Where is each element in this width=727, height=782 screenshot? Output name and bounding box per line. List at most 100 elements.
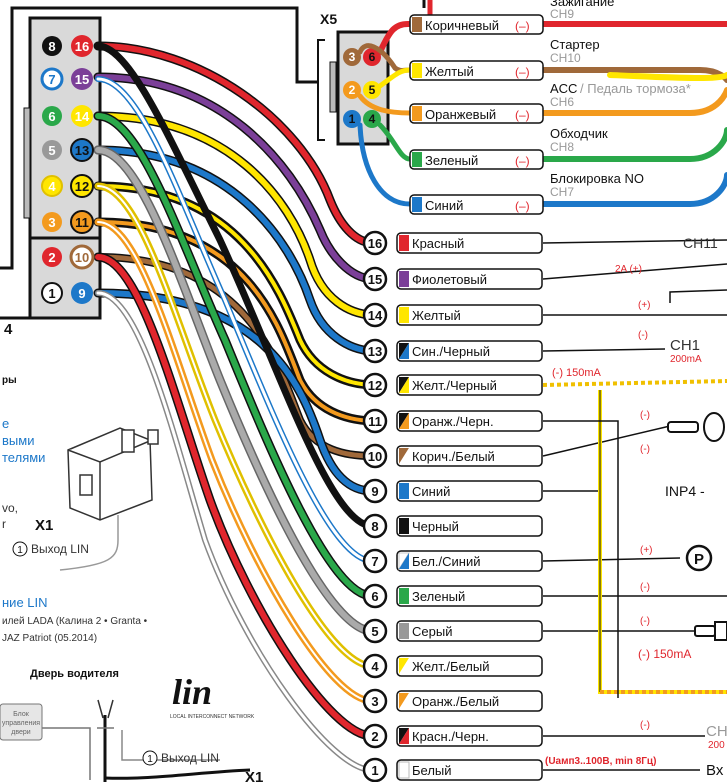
x1-bottom: X1 [245,769,263,782]
frag-e: е [2,416,9,431]
wire-text-16: Красный [412,236,464,251]
w2-channel: CH [706,723,727,740]
lin-logo: lin [172,672,212,712]
x5-row-starter-ch: CH10 [550,51,581,65]
wire-num-4: 4 [371,659,379,674]
lin-out-num: 1 [17,545,23,556]
wire-label-15: 15 Фиолетовый [362,266,543,292]
lin-out-num-2: 1 [147,754,153,765]
wire-text-8: Черный [412,519,459,534]
frame-lines [0,0,426,320]
wire-num-1: 1 [371,763,378,778]
main-connector: 4 [4,16,102,338]
x5-row-green-pol: (–) [515,154,530,168]
wire-num-2: 2 [371,729,378,744]
x5-row-bypass-ch: CH8 [550,140,574,154]
x5-pin-5: 5 [369,83,376,97]
wire-cutter-icon [97,699,114,719]
svg-text:P: P [694,551,704,568]
wire-num-8: 8 [371,519,378,534]
wire-label-10: 10 Корич./Белый [362,443,543,469]
pin-right-9: 9 [78,286,85,301]
parking-icon [685,544,713,572]
wire-num-10: 10 [368,449,382,464]
wire-text-3: Оранж./Белый [412,694,499,709]
lin-out-label-2: Выход LIN [161,751,219,765]
w13-ma: 200mA [670,354,702,365]
pin-right-15: 15 [75,72,89,87]
pin-right-14: 14 [75,109,90,124]
wire-label-1: 1 Белый [362,757,543,782]
wire-label-3: 3 Оранж./Белый [362,688,543,714]
wire-text-2: Красн./Черн. [412,729,489,744]
wire-label-6: 6 Зеленый [362,583,543,609]
wire-label-2: 2 Красн./Черн. [362,723,543,749]
wire-text-4: Желт./Белый [412,659,490,674]
connector-corner-label: 4 [4,321,13,338]
wire-num-16: 16 [368,236,382,251]
lin-line1: илей LADA (Калина 2 • Granta • [2,616,148,627]
w2-ma: 200 [708,740,725,751]
x5-row-acc-ch: CH6 [550,95,574,109]
pin-right-12: 12 [75,179,89,194]
wires [93,41,377,773]
w6-pol: (-) [640,582,650,593]
frag-telyami: телями [2,450,45,465]
x5-row-brown-pol: (–) [515,19,530,33]
wire-label-7: 7 Бел./Синий [362,548,543,574]
wire-text-5: Серый [412,624,452,639]
wire-label-5: 5 Серый [362,618,543,644]
lin-logo-sub: LOCAL INTERCONNECT NETWORK [170,714,255,720]
wire-label-12: 12 Желт./Черный [362,372,543,398]
w12-current: (-) 150mA [552,367,602,379]
x5-pin-6: 6 [369,50,376,64]
x5-top-channel: CH9 [550,7,574,21]
wire-text-6: Зеленый [412,589,465,604]
door-control-block [0,703,43,741]
device-symbols: P [667,412,727,641]
x5-row-green-name: Зеленый [425,153,478,168]
x5-pin-3: 3 [349,50,356,64]
x5-pin-4: 4 [369,112,376,126]
wire-num-13: 13 [368,344,382,359]
pin-left-3: 3 [48,215,55,230]
block-line1: Блок [13,711,30,718]
w13-channel: CH1 [670,337,700,354]
pin-left-2: 2 [48,250,55,265]
frag-r: r [2,517,6,531]
w2-pol: (-) [640,720,650,731]
x5-row-orange-name: Оранжевый [425,107,496,122]
frag-ry: ры [2,375,17,386]
wire-text-9: Синий [412,484,450,499]
w4-current: (-) 150mA [638,647,691,661]
wire-text-1: Белый [412,763,452,778]
w1-tail: Вх [706,762,724,779]
x1-label: X1 [35,517,53,534]
lin-heading: ние LIN [2,595,48,610]
block-line3: двери [11,729,31,736]
frag-vo: vo, [2,501,18,515]
wire-num-3: 3 [371,694,378,709]
wire-num-12: 12 [368,378,382,393]
x5-row-yellow-pol: (–) [515,65,530,79]
wire-num-5: 5 [371,624,378,639]
wire-text-13: Син./Черный [412,344,490,359]
wire-num-15: 15 [368,272,382,287]
pin-left-5: 5 [48,143,55,158]
pin-left-6: 6 [48,109,55,124]
wire-text-11: Оранж./Черн. [412,414,494,429]
x5-row-blue-name: Синий [425,198,463,213]
wire-num-6: 6 [371,589,378,604]
main-connector-pins: 8 7 6 5 4 3 2 1 16 15 14 13 12 11 10 9 [40,35,95,304]
x5-pin-2: 2 [349,83,356,97]
wire-text-12: Желт./Черный [412,378,497,393]
wire-text-15: Фиолетовый [412,272,487,287]
sensor-icon [667,421,699,433]
wire-label-9: 9 Синий [362,478,543,504]
right-wire-lines [542,239,727,771]
wire-label-16: 16 Красный [362,230,543,256]
wire-label-13: 13 Син./Черный [362,338,543,364]
wire-labels: 16 Красный 15 Фиолетовый 14 Желтый 13 Си… [362,230,543,782]
switch-icon [694,625,716,637]
